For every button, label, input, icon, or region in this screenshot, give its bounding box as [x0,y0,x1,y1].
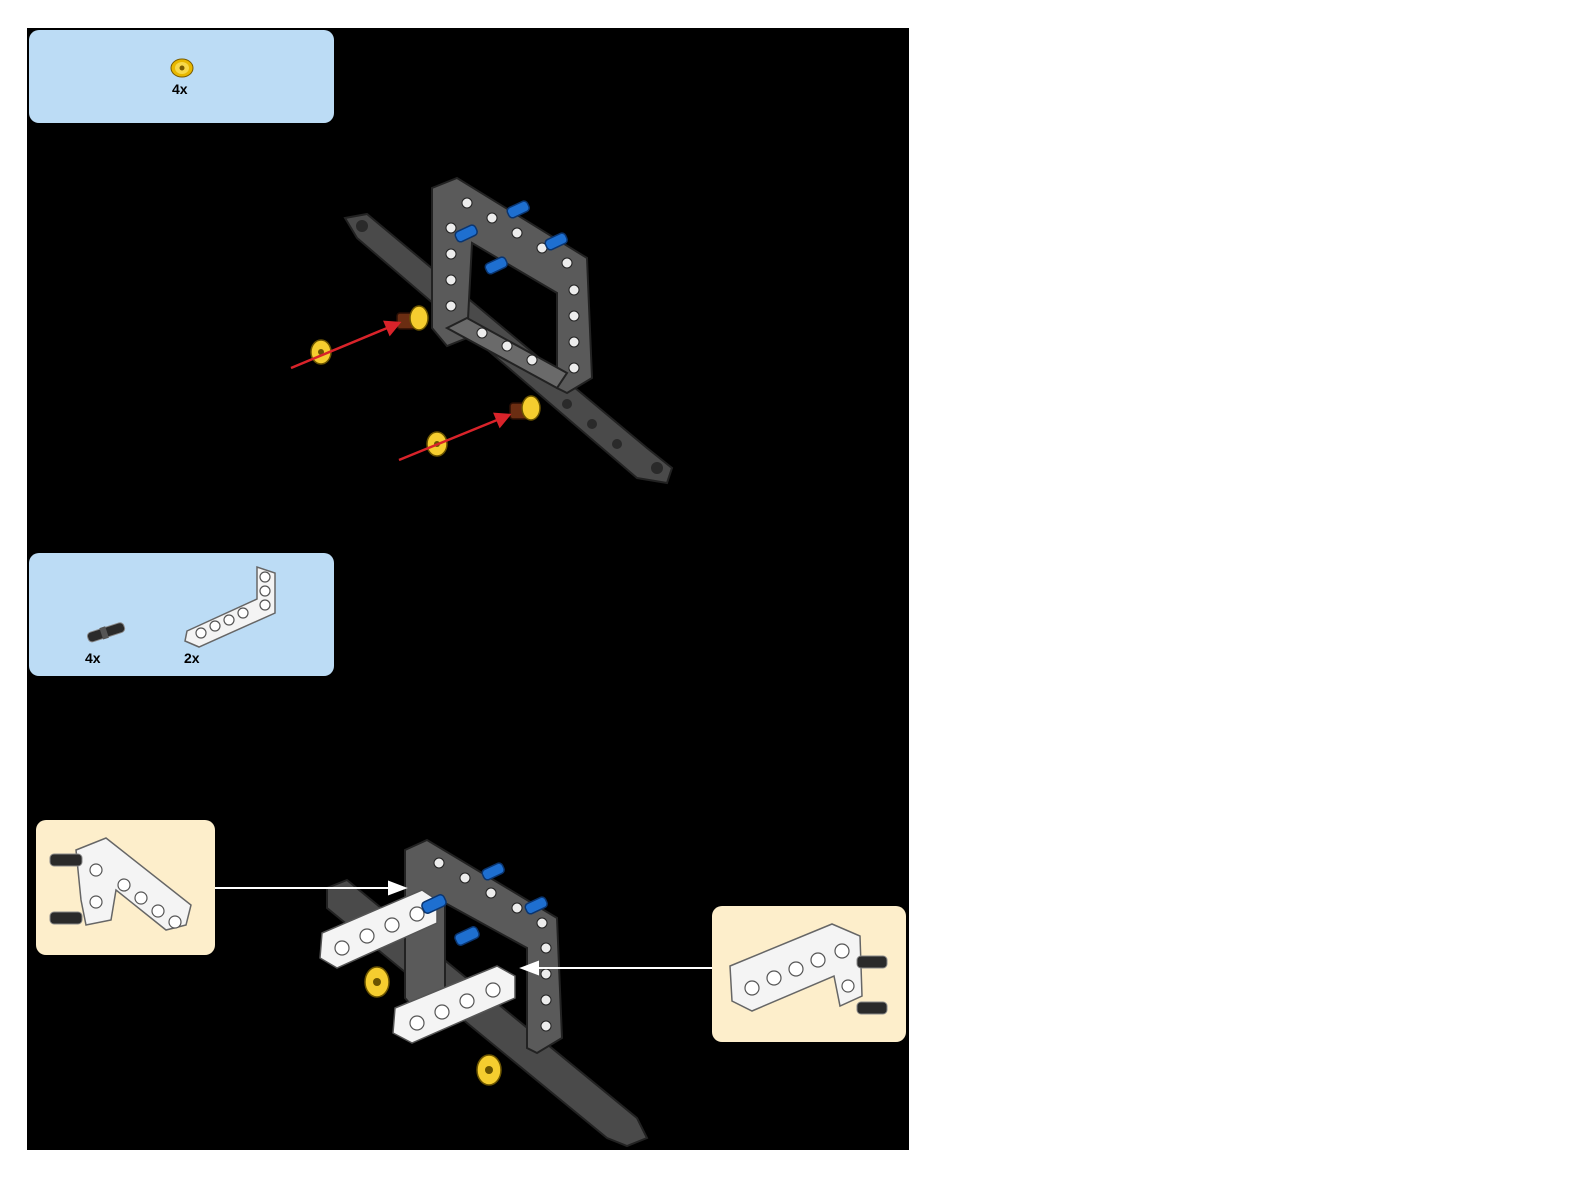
parts-list-step-b: 4x 2x [29,553,334,676]
instruction-page: 4x [27,28,909,1150]
parts-list-step-a: 4x [29,30,334,123]
assembly-illustration-a [290,176,674,485]
white-l-beam-with-pins-icon [729,923,888,1015]
yellow-bush-icon [170,58,194,78]
subassembly-callout-right [712,906,906,1042]
white-l-beam-with-pins-icon [49,837,192,931]
assembly-illustration-b [215,838,712,1148]
subassembly-callout-left [36,820,215,955]
part-qty: 4x [172,81,188,97]
part-qty: 2x [184,650,200,666]
black-pin-icon [86,622,126,643]
part-qty: 4x [85,650,101,666]
white-l-beam-icon [184,565,276,648]
